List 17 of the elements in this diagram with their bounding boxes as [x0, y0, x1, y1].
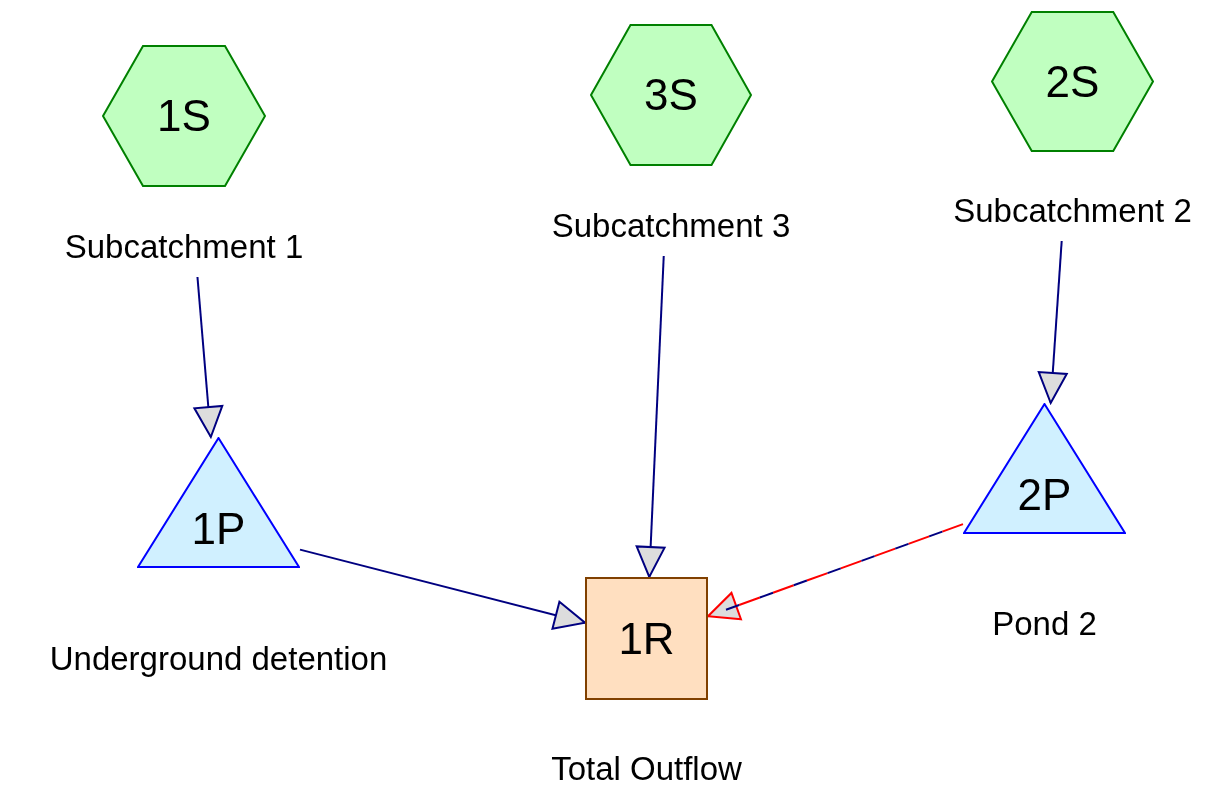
arrow: [1037, 240, 1068, 404]
node-caption: Pond 2: [992, 607, 1097, 640]
arrow: [299, 548, 586, 630]
node-id: 1S: [157, 94, 211, 138]
node-caption: Subcatchment 3: [551, 209, 791, 242]
node-caption: Subcatchment 1: [64, 230, 304, 263]
node-id: 3S: [644, 73, 698, 117]
node-caption: Subcatchment 2: [953, 194, 1192, 227]
arrow: [635, 255, 666, 578]
node-caption: Underground detention: [49, 642, 388, 675]
node-caption: Total Outflow: [551, 752, 742, 785]
arrow: [193, 276, 224, 438]
node-id: 1R: [618, 616, 675, 661]
node-id: 2S: [1045, 59, 1100, 104]
node-id: 2P: [1017, 472, 1072, 517]
node-id: 1P: [191, 506, 246, 551]
arrow: [707, 523, 964, 621]
